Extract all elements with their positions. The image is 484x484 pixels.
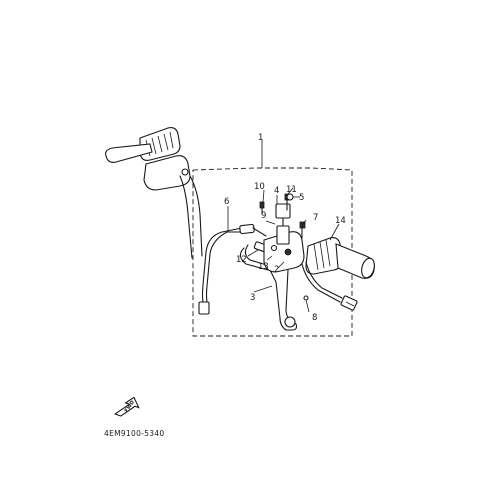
callout-4: 4	[274, 186, 279, 196]
callout-8: 8	[312, 313, 317, 323]
callout-7: 7	[313, 213, 318, 223]
fwd-arrow-icon: FWD	[113, 396, 140, 417]
screw-7	[299, 221, 306, 239]
callout-3: 3	[250, 293, 255, 303]
cable-6	[198, 223, 267, 315]
callout-1: 1	[258, 133, 263, 143]
grip-14	[305, 237, 375, 279]
callout-13: 13	[258, 262, 269, 272]
callout-5: 5	[299, 193, 304, 203]
callout-9: 9	[261, 211, 266, 221]
callout-10: 10	[254, 182, 265, 192]
callout-14: 14	[335, 216, 346, 226]
diagram-code: 4EM9100-5340	[104, 429, 164, 438]
handlebar-left	[105, 127, 203, 259]
harness-8	[301, 261, 358, 311]
callout-12: 12	[236, 255, 247, 265]
callout-11: 11	[286, 185, 297, 195]
callout-6: 6	[224, 197, 229, 207]
callout-2: 2	[274, 265, 279, 275]
switch-9	[275, 203, 291, 245]
assembly-boundary	[192, 167, 353, 337]
screw-5	[286, 193, 300, 201]
bolt-10	[259, 201, 265, 215]
lever-holder	[263, 231, 305, 273]
leader-lines	[227, 140, 340, 313]
